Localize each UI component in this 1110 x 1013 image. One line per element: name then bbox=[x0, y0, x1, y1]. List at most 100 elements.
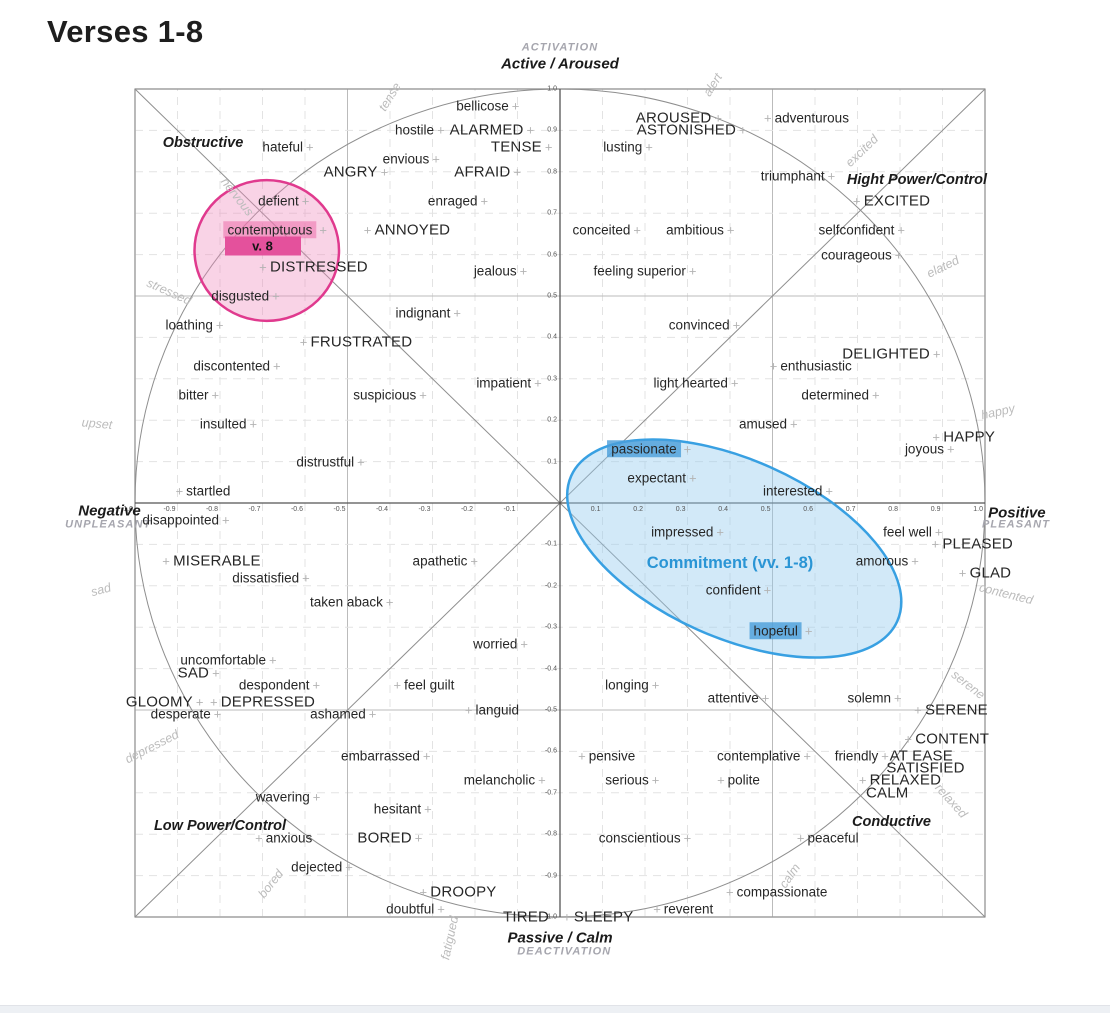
plus-marker-icon: + bbox=[881, 747, 889, 763]
emotion-word-text: convinced bbox=[668, 317, 730, 333]
emotion-word: hateful+ bbox=[262, 140, 313, 154]
axis-label: Passive / Calm bbox=[507, 929, 613, 947]
axis-tick-label: 0.2 bbox=[547, 416, 557, 424]
emotion-word-text: jealous bbox=[473, 263, 517, 279]
plus-marker-icon: + bbox=[249, 416, 258, 432]
emotion-word: +PLEASED bbox=[932, 537, 1013, 552]
emotion-word: insulted+ bbox=[199, 416, 258, 432]
axis-tick-label: -0.1 bbox=[544, 540, 557, 548]
plus-marker-icon: + bbox=[357, 453, 365, 469]
emotion-word: +SLEEPY bbox=[563, 910, 633, 925]
emotion-word: enraged+ bbox=[428, 194, 488, 208]
plus-marker-icon: + bbox=[534, 375, 542, 391]
plus-marker-icon: + bbox=[633, 222, 641, 237]
plus-marker-icon: + bbox=[162, 553, 171, 569]
emotion-word: confident+ bbox=[706, 583, 771, 597]
plus-marker-icon: + bbox=[470, 553, 478, 569]
plus-marker-icon: + bbox=[871, 387, 880, 403]
plus-marker-icon: + bbox=[804, 623, 813, 639]
emotion-word-text: indignant bbox=[395, 304, 451, 320]
plus-marker-icon: + bbox=[511, 97, 520, 113]
plus-marker-icon: + bbox=[255, 830, 263, 846]
plus-marker-icon: + bbox=[453, 304, 461, 320]
plus-marker-icon: + bbox=[312, 789, 321, 805]
emotion-word-text: adventurous bbox=[774, 110, 849, 126]
emotion-word-text: dissatisfied bbox=[232, 569, 300, 585]
emotion-word: +feel guilt bbox=[394, 678, 455, 692]
emotion-word-text: DISTRESSED bbox=[269, 258, 368, 276]
axis-sublabel: UNPLEASANT bbox=[65, 518, 152, 531]
emotion-word: +languid bbox=[465, 703, 519, 717]
plus-marker-icon: + bbox=[419, 387, 427, 403]
emotion-word: +HAPPY bbox=[932, 429, 995, 444]
emotion-word-text: feel guilt bbox=[404, 677, 455, 693]
emotion-word-text: ASTONISHED bbox=[636, 121, 736, 139]
axis-tick-label: 0.4 bbox=[547, 333, 557, 341]
emotion-word: impressed+ bbox=[651, 525, 724, 539]
plus-marker-icon: + bbox=[858, 772, 867, 788]
plus-marker-icon: + bbox=[904, 731, 913, 747]
emotion-word-text: friendly bbox=[834, 747, 879, 763]
plus-marker-icon: + bbox=[934, 524, 943, 540]
verse-8-tag: v. 8 bbox=[224, 236, 301, 256]
emotion-word-text: joyous bbox=[904, 441, 944, 457]
plus-marker-icon: + bbox=[393, 677, 402, 693]
emotion-word-text: AT EASE bbox=[889, 747, 953, 765]
emotion-word-text: DELIGHTED bbox=[842, 345, 930, 363]
plus-marker-icon: + bbox=[212, 665, 220, 681]
axis-label: Active / Aroused bbox=[501, 55, 619, 73]
emotion-word: AFRAID+ bbox=[454, 164, 521, 179]
plus-marker-icon: + bbox=[272, 358, 281, 374]
emotion-word-text: feel well bbox=[883, 524, 932, 540]
page-title: Verses 1-8 bbox=[47, 14, 204, 49]
emotion-word: suspicious+ bbox=[353, 387, 427, 403]
axis-tick-label: 0.9 bbox=[547, 126, 557, 134]
emotion-word-text: impatient bbox=[476, 375, 532, 391]
plus-marker-icon: + bbox=[894, 246, 903, 262]
emotion-word: contemptuous+ bbox=[223, 221, 327, 238]
emotion-word-text: confident bbox=[705, 582, 761, 598]
emotion-word-text: defient bbox=[258, 193, 299, 209]
emotion-word: apathetic+ bbox=[413, 554, 478, 568]
plus-marker-icon: + bbox=[424, 801, 432, 817]
plus-marker-icon: + bbox=[796, 830, 805, 846]
plus-marker-icon: + bbox=[272, 288, 280, 304]
plus-marker-icon: + bbox=[730, 375, 739, 391]
plus-marker-icon: + bbox=[480, 193, 489, 209]
axis-tick-label: -0.4 bbox=[544, 665, 557, 673]
axis-tick-label: 0.8 bbox=[547, 168, 557, 176]
emotion-word: ALARMED+ bbox=[450, 123, 535, 138]
plus-marker-icon: + bbox=[175, 482, 184, 498]
emotion-word: determined+ bbox=[801, 387, 880, 403]
emotion-word: +RELAXED bbox=[859, 773, 941, 788]
emotion-word-text: determined bbox=[801, 387, 869, 403]
emotion-word: despondent+ bbox=[239, 678, 320, 692]
emotion-word-text: attentive bbox=[707, 689, 759, 705]
emotion-word: bellicose+ bbox=[456, 99, 519, 113]
emotion-word: selfconfident+ bbox=[819, 223, 905, 237]
emotion-word-text: hopeful bbox=[749, 622, 802, 640]
emotion-word: +DEPRESSED bbox=[210, 694, 315, 709]
axis-sublabel: PLEASANT bbox=[981, 518, 1051, 531]
plus-marker-icon: + bbox=[946, 441, 955, 457]
emotion-word: +SERENE bbox=[914, 703, 988, 718]
emotion-word-text: peaceful bbox=[807, 830, 859, 846]
emotion-word: indignant+ bbox=[396, 306, 461, 320]
emotion-word-text: insulted bbox=[199, 416, 247, 432]
axis-tick-label: -1.0 bbox=[120, 506, 133, 513]
emotion-word-text: conceited bbox=[572, 222, 631, 237]
emotion-word-text: TENSE bbox=[490, 138, 542, 156]
emotion-word: ASTONISHED+ bbox=[637, 123, 747, 138]
axis-tick-label: 0.1 bbox=[547, 458, 557, 466]
axis-tick-label: -0.4 bbox=[375, 506, 388, 513]
emotion-word-text: GLAD bbox=[969, 564, 1012, 582]
emotion-word: hopeful+ bbox=[749, 622, 813, 640]
emotion-word: +MISERABLE bbox=[162, 553, 260, 568]
emotion-word: AT EASE bbox=[890, 748, 953, 763]
emotion-word: SAD+ bbox=[178, 665, 220, 680]
emotion-word-text: startled bbox=[186, 482, 231, 498]
quadrant-label: Low Power/Control bbox=[153, 817, 287, 834]
plus-marker-icon: + bbox=[380, 164, 389, 180]
emotion-word: SATISFIED bbox=[886, 760, 964, 775]
